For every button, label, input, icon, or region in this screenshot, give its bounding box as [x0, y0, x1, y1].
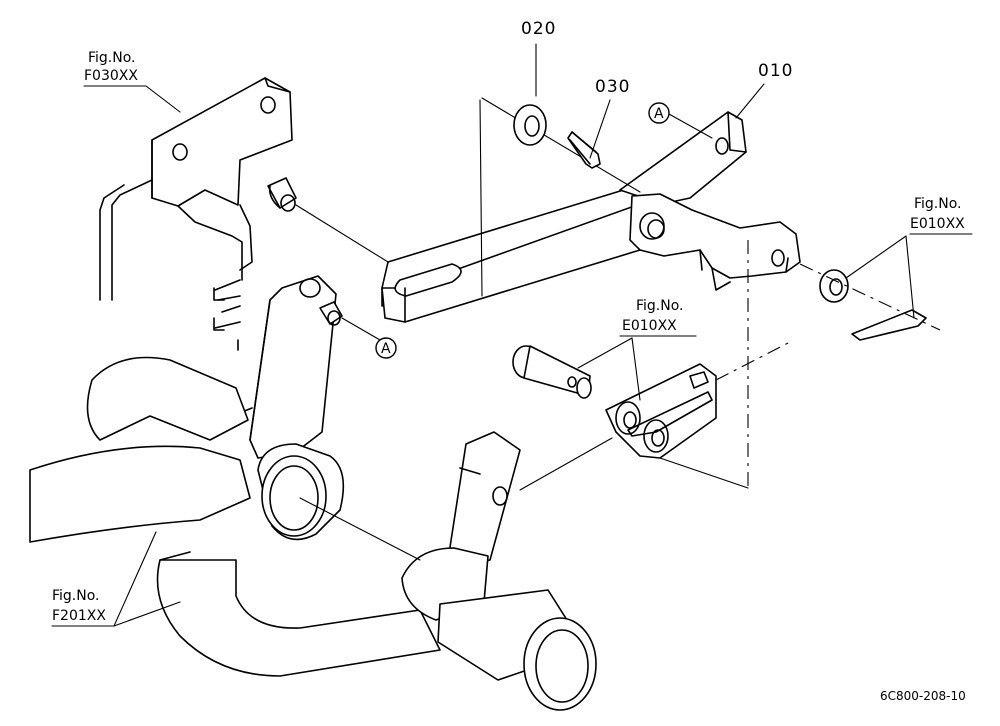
clevis-pin [512, 345, 592, 399]
fig-ref-e010xx-right: Fig.No. E010XX [845, 196, 973, 319]
part-number-010: 010 [758, 61, 793, 81]
fig-ref-f201-line2: F201XX [52, 608, 106, 624]
axis-right [799, 263, 941, 331]
cotter-pin-right [851, 309, 927, 341]
washer-right [819, 269, 849, 303]
callout-020: 020 [521, 19, 556, 97]
reference-marker-a-top: A [648, 102, 713, 139]
bracket-pin [267, 177, 297, 212]
callout-030: 030 [589, 77, 630, 159]
part-number-020: 020 [521, 19, 556, 39]
drawing-code: 6C800-208-10 [880, 689, 966, 703]
fig-ref-f201xx: Fig.No. F201XX [51, 531, 181, 627]
part-number-030: 030 [595, 77, 630, 97]
pedal-shaft [29, 356, 597, 711]
callout-010: 010 [735, 61, 793, 119]
washer-020 [513, 104, 547, 146]
cotter-pin-030 [567, 131, 601, 169]
fig-ref-f030-line1: Fig.No. [88, 50, 136, 66]
pedal-lever [241, 275, 343, 459]
leader-vertical-left [479, 99, 483, 297]
marker-a-left-label: A [381, 341, 391, 357]
clevis-yoke [605, 363, 717, 459]
mounting-bracket [99, 77, 293, 351]
fig-ref-e010-center-line2: E010XX [622, 318, 677, 334]
fig-ref-f030xx: Fig.No. F030XX [83, 50, 181, 113]
leader-pin-to-arm [295, 204, 389, 263]
marker-a-top-label: A [654, 106, 664, 122]
fig-ref-e010-right-line1: Fig.No. [914, 196, 962, 212]
fig-ref-f201-line1: Fig.No. [52, 588, 100, 604]
fig-ref-e010-center-line1: Fig.No. [636, 298, 684, 314]
leader-washer-line [481, 97, 641, 193]
axis-yoke [715, 341, 791, 381]
fig-ref-e010-right-line2: E010XX [910, 216, 965, 232]
leader-yoke-to-lever [519, 437, 613, 491]
arm-assembly-010 [381, 111, 801, 323]
reference-marker-a-left: A [375, 337, 397, 359]
leader-yoke [659, 457, 749, 489]
fig-ref-e010xx-center: Fig.No. E010XX [577, 298, 697, 401]
leader-lever-pin [341, 317, 381, 341]
fig-ref-f030-line2: F030XX [84, 68, 138, 84]
shaft-axis [299, 497, 421, 561]
